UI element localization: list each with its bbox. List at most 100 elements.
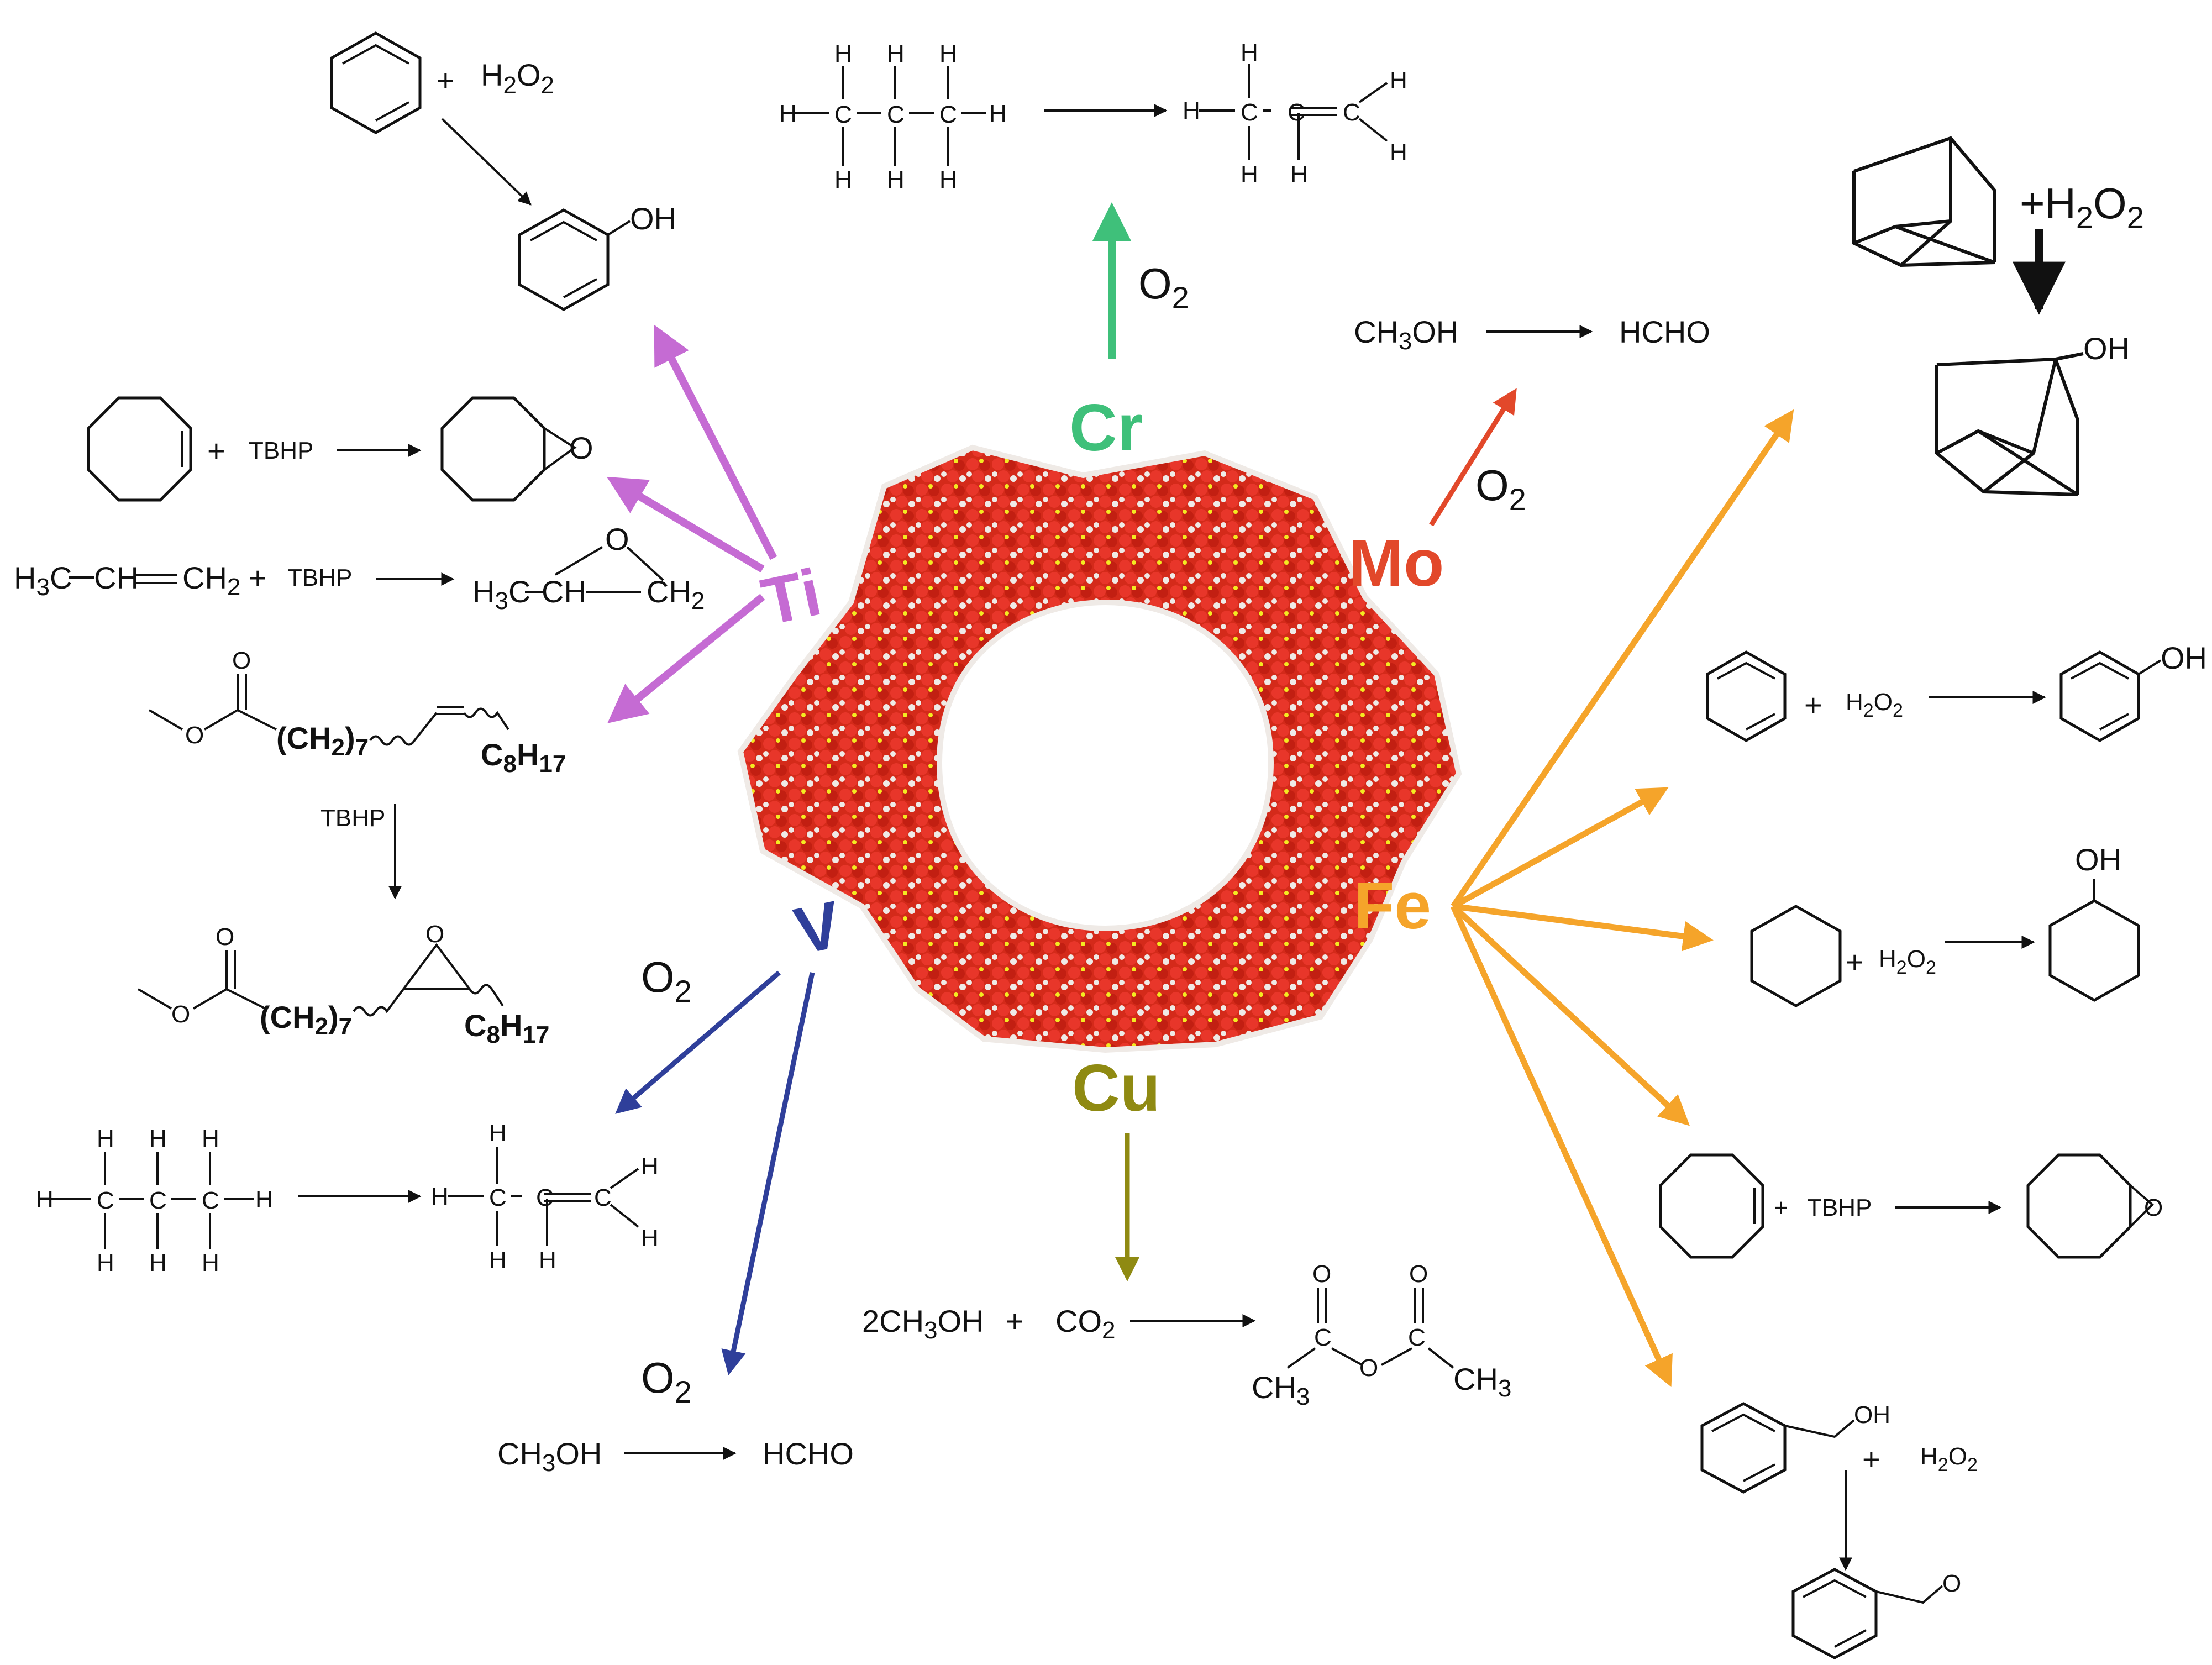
svg-text:O: O bbox=[569, 430, 593, 465]
svg-text:HCHO: HCHO bbox=[763, 1436, 854, 1471]
v-o2-label-lower: O2 bbox=[641, 1353, 692, 1409]
svg-text:H: H bbox=[834, 166, 852, 193]
ti-arrows bbox=[606, 324, 777, 723]
svg-text:C: C bbox=[536, 1184, 554, 1211]
svg-text:OH: OH bbox=[2075, 842, 2121, 877]
svg-text:CH3OH: CH3OH bbox=[1354, 314, 1458, 355]
svg-text:O: O bbox=[2144, 1194, 2163, 1221]
zeolite-framework bbox=[737, 444, 1462, 1053]
ti-cyclooctene-epoxidation: + TBHP O bbox=[87, 396, 593, 502]
svg-text:H: H bbox=[149, 1125, 167, 1152]
svg-text:C: C bbox=[1314, 1324, 1332, 1351]
svg-text:H2O2: H2O2 bbox=[1920, 1443, 1978, 1475]
svg-text:O: O bbox=[1359, 1354, 1378, 1382]
svg-text:H: H bbox=[887, 166, 905, 193]
svg-text:CH2: CH2 bbox=[647, 574, 705, 614]
svg-text:O: O bbox=[1312, 1260, 1331, 1288]
svg-text:O: O bbox=[1409, 1260, 1428, 1288]
metal-cu-label: Cu bbox=[1072, 1051, 1160, 1125]
svg-text:CH3: CH3 bbox=[1453, 1362, 1511, 1402]
svg-text:H: H bbox=[202, 1125, 219, 1152]
svg-text:H: H bbox=[202, 1249, 219, 1277]
svg-text:CO2: CO2 bbox=[1055, 1304, 1115, 1344]
ti-benzene-hydroxylation: + H2O2 OH bbox=[330, 31, 676, 311]
svg-text:O: O bbox=[185, 722, 204, 749]
svg-text:O: O bbox=[216, 923, 234, 950]
svg-text:H: H bbox=[939, 40, 957, 67]
svg-text:C: C bbox=[1241, 99, 1258, 126]
svg-text:C: C bbox=[202, 1187, 219, 1214]
svg-text:H: H bbox=[1290, 161, 1308, 188]
cr-propane-dehydrogenation: H C C C H H H H H H H H C C C H H H H H bbox=[779, 39, 1407, 193]
svg-text:C: C bbox=[149, 1187, 167, 1214]
svg-text:CH: CH bbox=[542, 574, 586, 609]
metal-v-label: V bbox=[789, 887, 847, 969]
ti-methyl-oleate-epoxidation: O O (CH2)7 C8H17 TBHP O O (CH2)7 O C8H17 bbox=[137, 647, 566, 1048]
svg-text:H: H bbox=[1390, 67, 1407, 94]
cu-methanol-co2: 2CH3OH + CO2 O C CH3 O C O CH3 bbox=[862, 1260, 1511, 1410]
svg-text:H: H bbox=[1241, 161, 1258, 188]
svg-text:H: H bbox=[1183, 97, 1200, 124]
svg-text:C: C bbox=[1343, 99, 1360, 126]
svg-text:C: C bbox=[834, 101, 852, 128]
svg-text:H: H bbox=[255, 1186, 273, 1213]
svg-text:C: C bbox=[1288, 99, 1305, 126]
svg-text:+: + bbox=[1774, 1194, 1788, 1221]
svg-text:O: O bbox=[605, 522, 629, 556]
svg-text:HCHO: HCHO bbox=[1619, 314, 1710, 349]
svg-text:H: H bbox=[1241, 39, 1258, 66]
svg-text:C: C bbox=[1408, 1324, 1426, 1351]
v-arrows bbox=[615, 970, 815, 1375]
fe-benzene-hydroxylation: + H2O2 OH bbox=[1706, 640, 2207, 742]
svg-text:C8H17: C8H17 bbox=[481, 737, 566, 778]
svg-text:H: H bbox=[149, 1249, 167, 1277]
fe-adamantane-hydroxylation: +H2O2 OH bbox=[1852, 136, 2144, 496]
metal-fe-label: Fe bbox=[1354, 869, 1431, 943]
svg-text:O: O bbox=[232, 647, 251, 674]
framework-ring bbox=[737, 444, 1462, 1053]
svg-text:H: H bbox=[834, 40, 852, 67]
svg-text:CH: CH bbox=[94, 560, 139, 595]
svg-text:+: + bbox=[437, 63, 455, 98]
svg-text:H3C: H3C bbox=[472, 574, 530, 614]
svg-text:(CH2)7: (CH2)7 bbox=[260, 1000, 352, 1040]
svg-text:O: O bbox=[171, 1001, 190, 1028]
svg-text:+H2O2: +H2O2 bbox=[2020, 179, 2144, 235]
svg-text:C: C bbox=[594, 1184, 612, 1211]
svg-text:OH: OH bbox=[2083, 331, 2130, 366]
metal-cr-label: Cr bbox=[1069, 391, 1143, 465]
svg-text:H: H bbox=[1390, 139, 1407, 166]
svg-text:+: + bbox=[249, 560, 267, 595]
ti-propylene-epoxidation: H3C CH CH2 + TBHP H3C CH O CH2 bbox=[14, 522, 705, 614]
svg-text:(CH2)7: (CH2)7 bbox=[276, 721, 369, 761]
svg-text:OH: OH bbox=[630, 201, 676, 236]
fe-arrows bbox=[1450, 409, 1794, 1388]
mo-arrow bbox=[1429, 388, 1517, 527]
svg-text:+: + bbox=[1862, 1442, 1880, 1477]
svg-text:TBHP: TBHP bbox=[249, 437, 313, 464]
svg-text:H: H bbox=[431, 1183, 449, 1210]
metal-ti-label: Ti bbox=[755, 555, 827, 639]
svg-text:C: C bbox=[97, 1187, 114, 1214]
svg-text:C: C bbox=[939, 101, 957, 128]
svg-text:H: H bbox=[539, 1247, 556, 1274]
mo-methanol-oxidation: CH3OH HCHO bbox=[1354, 314, 1710, 355]
svg-text:H: H bbox=[489, 1120, 507, 1147]
svg-text:H: H bbox=[641, 1225, 659, 1252]
svg-text:2CH3OH: 2CH3OH bbox=[862, 1304, 984, 1344]
fe-cyclohexane-hydroxylation: + H2O2 OH bbox=[1750, 842, 2140, 1007]
mo-o2-label: O2 bbox=[1475, 461, 1526, 517]
svg-text:H3C: H3C bbox=[14, 560, 72, 601]
svg-text:+: + bbox=[1804, 687, 1822, 722]
svg-text:H: H bbox=[489, 1247, 507, 1274]
svg-text:CH3OH: CH3OH bbox=[497, 1436, 602, 1477]
svg-text:H: H bbox=[36, 1186, 54, 1213]
svg-text:O: O bbox=[1942, 1570, 1961, 1597]
svg-text:CH2: CH2 bbox=[182, 560, 240, 601]
cr-o2-label: O2 bbox=[1138, 259, 1189, 315]
svg-text:OH: OH bbox=[1854, 1401, 1890, 1428]
svg-text:TBHP: TBHP bbox=[320, 805, 385, 832]
svg-text:H: H bbox=[641, 1153, 659, 1180]
